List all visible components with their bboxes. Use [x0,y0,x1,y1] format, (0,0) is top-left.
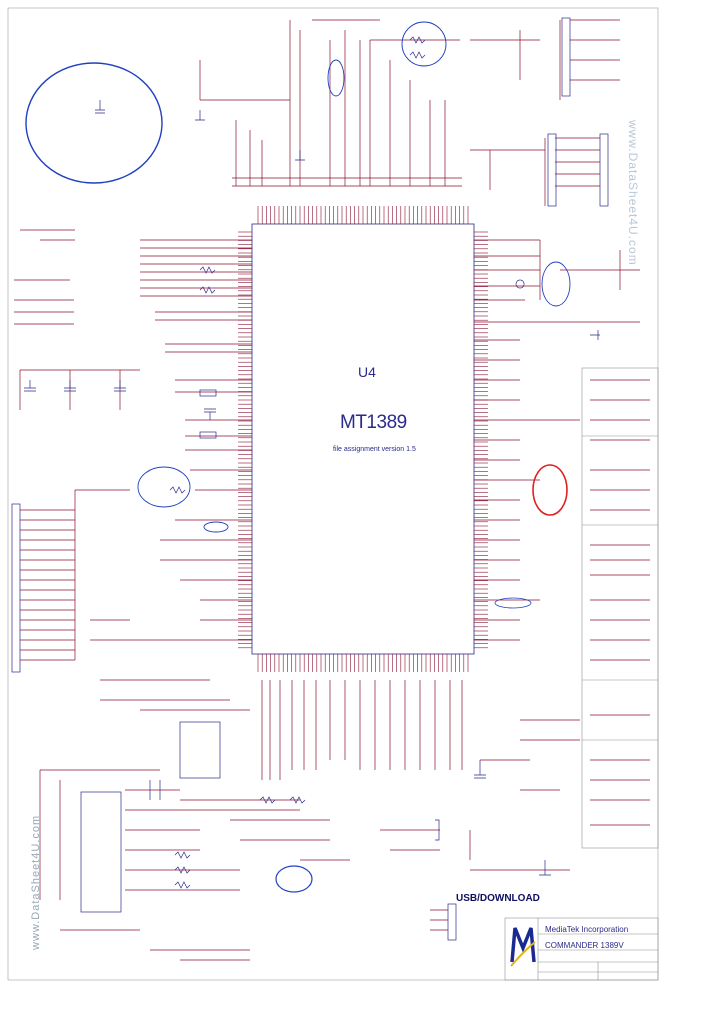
highlight-circle-crystal [25,62,163,184]
right-panels [581,367,659,849]
right-wiring [474,239,650,826]
watermark-right: www.DataSheet4U.com [626,120,640,266]
ic-part-name: MT1389 [340,412,407,433]
ic-bottom-pins [257,654,469,672]
ic-subtitle: file assignment version 1.5 [333,446,416,453]
highlight-circle-small [203,521,229,533]
ic-top-pins [257,206,469,224]
highlight-circle-bus [494,597,532,609]
title-block [504,917,659,981]
drawing-border [7,7,659,981]
highlight-circle-right [541,261,571,307]
watermark-left: www.DataSheet4U.com [30,814,42,950]
title-block-title: COMMANDER 1389V [545,941,624,950]
passive-components [24,36,600,889]
company-logo [510,927,536,967]
usb-download-label: USB/DOWNLOAD [456,893,540,904]
highlight-circle-red [532,464,568,516]
highlight-circle-top [401,21,447,67]
highlight-circle-top2 [327,59,345,97]
title-block-company: MediaTek Incorporation [545,925,629,934]
ic-reference: U4 [358,364,376,380]
highlight-circle-bottom [275,865,313,893]
connectors [11,17,609,941]
ic-left-pins [238,231,252,649]
ic-u4-body [251,223,475,655]
highlight-circle-filter [137,466,191,508]
left-wiring [14,229,252,711]
bottom-wiring [39,680,580,961]
top-wiring [199,19,620,206]
